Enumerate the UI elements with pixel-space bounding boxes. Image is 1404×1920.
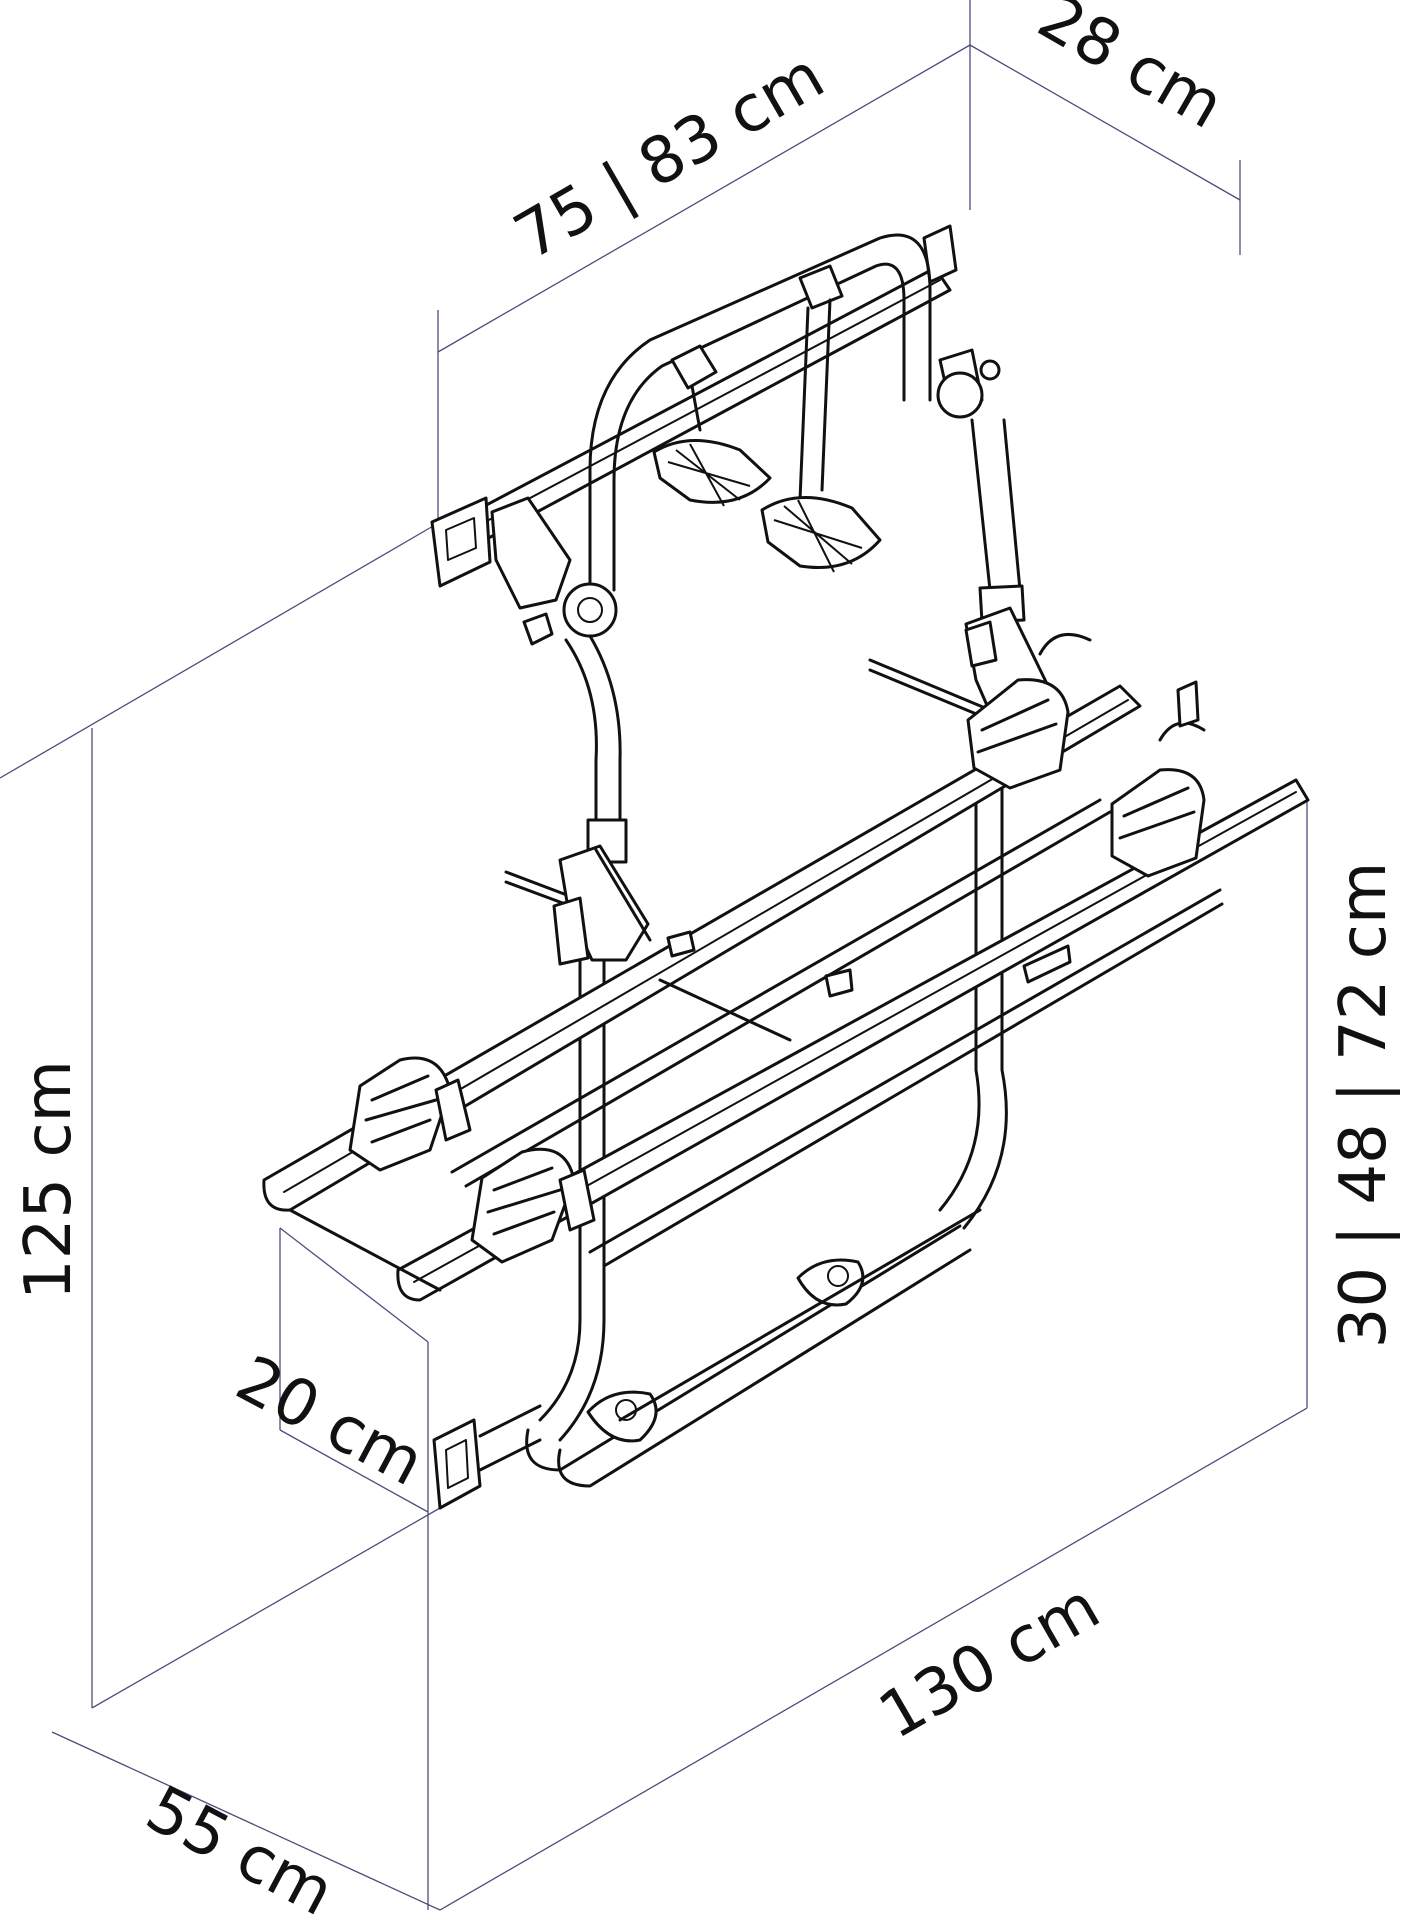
upper-wall-bracket-right bbox=[922, 224, 1001, 419]
dim-bottom-depth-line bbox=[51, 1731, 441, 1911]
label-total-height: 125 cm bbox=[12, 1060, 86, 1300]
upper-wheel-holders bbox=[652, 264, 882, 573]
front-wheel-cradles bbox=[348, 1056, 596, 1264]
dim-lower-offset-line bbox=[279, 1429, 429, 1513]
rear-wheel-cradles bbox=[966, 632, 1206, 878]
lower-wall-bracket bbox=[432, 1404, 542, 1510]
vertical-posts bbox=[538, 728, 1008, 1442]
dimension-lines bbox=[0, 0, 1308, 1911]
dim-top-depth-line bbox=[969, 44, 1241, 201]
label-rail-height: 30 | 48 | 72 cm bbox=[1327, 862, 1401, 1349]
label-top-depth: 28 cm bbox=[1026, 0, 1236, 144]
wheel-rails bbox=[262, 684, 1310, 1302]
label-lower-offset: 20 cm bbox=[224, 1342, 435, 1501]
dim-length-line bbox=[439, 1407, 1308, 1911]
upper-wall-bracket-left bbox=[430, 496, 618, 646]
dim-diagonal-upper bbox=[0, 521, 441, 779]
lower-frame bbox=[525, 1208, 982, 1488]
dim-rail-bottom-link bbox=[279, 1227, 429, 1343]
left-mid-bracket bbox=[504, 844, 652, 966]
u-frame bbox=[564, 233, 1026, 864]
label-bottom-depth: 55 cm bbox=[134, 1772, 345, 1920]
label-top-width: 75 | 83 cm bbox=[502, 39, 836, 275]
dim-top-width-line bbox=[437, 44, 971, 353]
dim-bottom-depth-ext bbox=[91, 1507, 441, 1709]
label-total-length: 130 cm bbox=[867, 1570, 1112, 1754]
bike-rack-illustration bbox=[262, 224, 1310, 1510]
